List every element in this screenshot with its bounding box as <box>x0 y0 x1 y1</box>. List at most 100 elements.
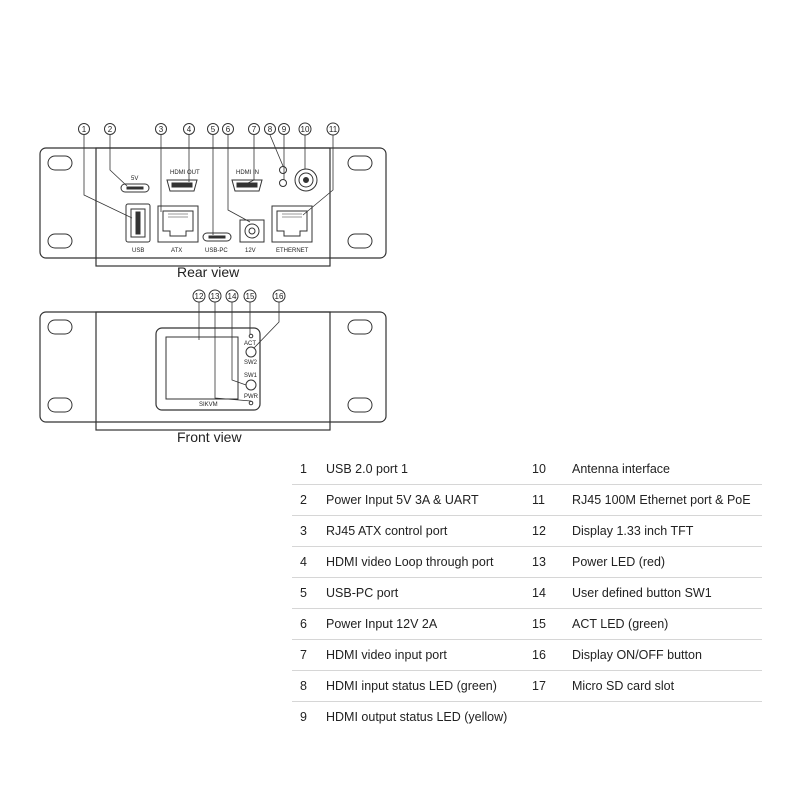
callout-16: 16 <box>275 292 284 301</box>
legend-number: 4 <box>300 555 307 569</box>
front-mount-hole-tr <box>347 319 373 335</box>
rear-mount-hole-tl <box>47 155 73 171</box>
front-callouts: 12 13 14 15 16 <box>192 289 286 303</box>
callout-14: 14 <box>228 292 237 301</box>
usb-c-pc-port <box>202 232 232 242</box>
legend-number: 16 <box>532 648 546 662</box>
legend-description: Power LED (red) <box>572 555 666 569</box>
legend-number: 12 <box>532 524 546 538</box>
hdmi-out-led <box>279 179 287 187</box>
rear-view: USB 5V ATX HDMI OUT USB-PC <box>39 122 387 280</box>
rear-mount-hole-br <box>347 233 373 249</box>
sw2-button <box>245 346 257 358</box>
rj45-ethernet-port <box>271 205 313 243</box>
front-view: SIKVM ACT SW2 SW1 PWR 12 13 14 15 16 Fro… <box>39 289 387 445</box>
legend-number: 6 <box>300 617 307 631</box>
legend-row: 3 RJ45 ATX control port 12 Display 1.33 inc… <box>292 516 762 547</box>
callout-9: 9 <box>282 125 287 134</box>
antenna-connector <box>294 168 318 192</box>
act-label: ACT <box>244 341 256 347</box>
legend-description: HDMI output status LED (yellow) <box>326 710 508 724</box>
callout-8: 8 <box>268 125 273 134</box>
legend-row: 9 HDMI output status LED (yellow) <box>292 702 762 732</box>
front-view-title: Front view <box>177 429 242 445</box>
legend-number: 13 <box>532 555 546 569</box>
legend-description: Antenna interface <box>572 462 670 476</box>
callout-5: 5 <box>211 125 216 134</box>
legend-number: 9 <box>300 710 307 724</box>
legend-number: 2 <box>300 493 307 507</box>
legend-description: RJ45 100M Ethernet port & PoE <box>572 493 751 507</box>
usb-c-5v-port <box>120 183 150 193</box>
device-diagram: USB 5V ATX HDMI OUT USB-PC <box>39 122 387 445</box>
legend-description: RJ45 ATX control port <box>326 524 448 538</box>
legend-number: 3 <box>300 524 307 538</box>
callout-2: 2 <box>108 125 113 134</box>
rj45-atx-port <box>157 205 199 243</box>
callout-11: 11 <box>329 125 338 134</box>
rear-view-title: Rear view <box>177 264 240 280</box>
callout-7: 7 <box>252 125 257 134</box>
legend-row: 4 HDMI video Loop through port 13 Power LED… <box>292 547 762 578</box>
legend-description: HDMI video Loop through port <box>326 555 494 569</box>
legend-description: HDMI video input port <box>326 648 447 662</box>
legend-description: Power Input 5V 3A & UART <box>326 493 479 507</box>
callout-3: 3 <box>159 125 164 134</box>
callout-15: 15 <box>246 292 255 301</box>
legend-number <box>532 702 572 732</box>
legend-description: User defined button SW1 <box>572 586 712 600</box>
legend-row: 5 USB-PC port 14 User defined button SW1 <box>292 578 762 609</box>
front-leader-lines <box>198 302 280 402</box>
rear-mount-hole-bl <box>47 233 73 249</box>
pwr-led <box>248 400 254 406</box>
legend-number: 8 <box>300 679 307 693</box>
rear-mount-hole-tr <box>347 155 373 171</box>
legend-description: Display ON/OFF button <box>572 648 702 662</box>
front-body <box>95 311 331 431</box>
hdmi-out-port <box>166 179 198 192</box>
legend-number: 10 <box>532 462 546 476</box>
twelve-v-label: 12V <box>245 248 256 254</box>
legend-row: 6 Power Input 12V 2A 15 ACT LED (green) <box>292 609 762 640</box>
front-mount-hole-bl <box>47 397 73 413</box>
legend-row: 7 HDMI video input port 16 Display ON/OFF b… <box>292 640 762 671</box>
act-led <box>248 333 254 339</box>
sw2-label: SW2 <box>244 360 258 366</box>
legend-description: Power Input 12V 2A <box>326 617 438 631</box>
callout-4: 4 <box>187 125 192 134</box>
legend-description: USB 2.0 port 1 <box>326 462 408 476</box>
hdmi-in-led <box>279 166 287 174</box>
legend-number: 17 <box>532 679 546 693</box>
usb-label: USB <box>132 248 144 254</box>
legend-description: Micro SD card slot <box>572 679 675 693</box>
legend-description: Display 1.33 inch TFT <box>572 524 694 538</box>
legend-description: HDMI input status LED (green) <box>326 679 497 693</box>
hdmi-in-label: HDMI IN <box>236 170 259 176</box>
usb-pc-label: USB-PC <box>205 248 228 254</box>
legend-number: 15 <box>532 617 546 631</box>
callout-1: 1 <box>82 125 87 134</box>
legend-description: USB-PC port <box>326 586 399 600</box>
sw1-button <box>245 379 257 391</box>
atx-label: ATX <box>171 248 182 254</box>
callout-13: 13 <box>211 292 220 301</box>
brand-label: SIKVM <box>199 402 218 408</box>
sw1-label: SW1 <box>244 373 258 379</box>
legend-number: 5 <box>300 586 307 600</box>
pwr-label: PWR <box>244 394 259 400</box>
callout-12: 12 <box>195 292 204 301</box>
legend-row: 2 Power Input 5V 3A & UART 11 RJ45 100M Eth… <box>292 485 762 516</box>
legend-description: ACT LED (green) <box>572 617 669 631</box>
front-mount-hole-br <box>347 397 373 413</box>
legend-row: 8 HDMI input status LED (green) 17 Micro SD… <box>292 671 762 702</box>
dc-12v-jack <box>239 219 265 243</box>
ethernet-label: ETHERNET <box>276 248 309 254</box>
legend-description <box>572 702 762 732</box>
usb-a-port <box>125 203 151 243</box>
callout-10: 10 <box>301 125 310 134</box>
legend-number: 14 <box>532 586 546 600</box>
legend-number: 7 <box>300 648 307 662</box>
legend-number: 11 <box>532 493 545 507</box>
